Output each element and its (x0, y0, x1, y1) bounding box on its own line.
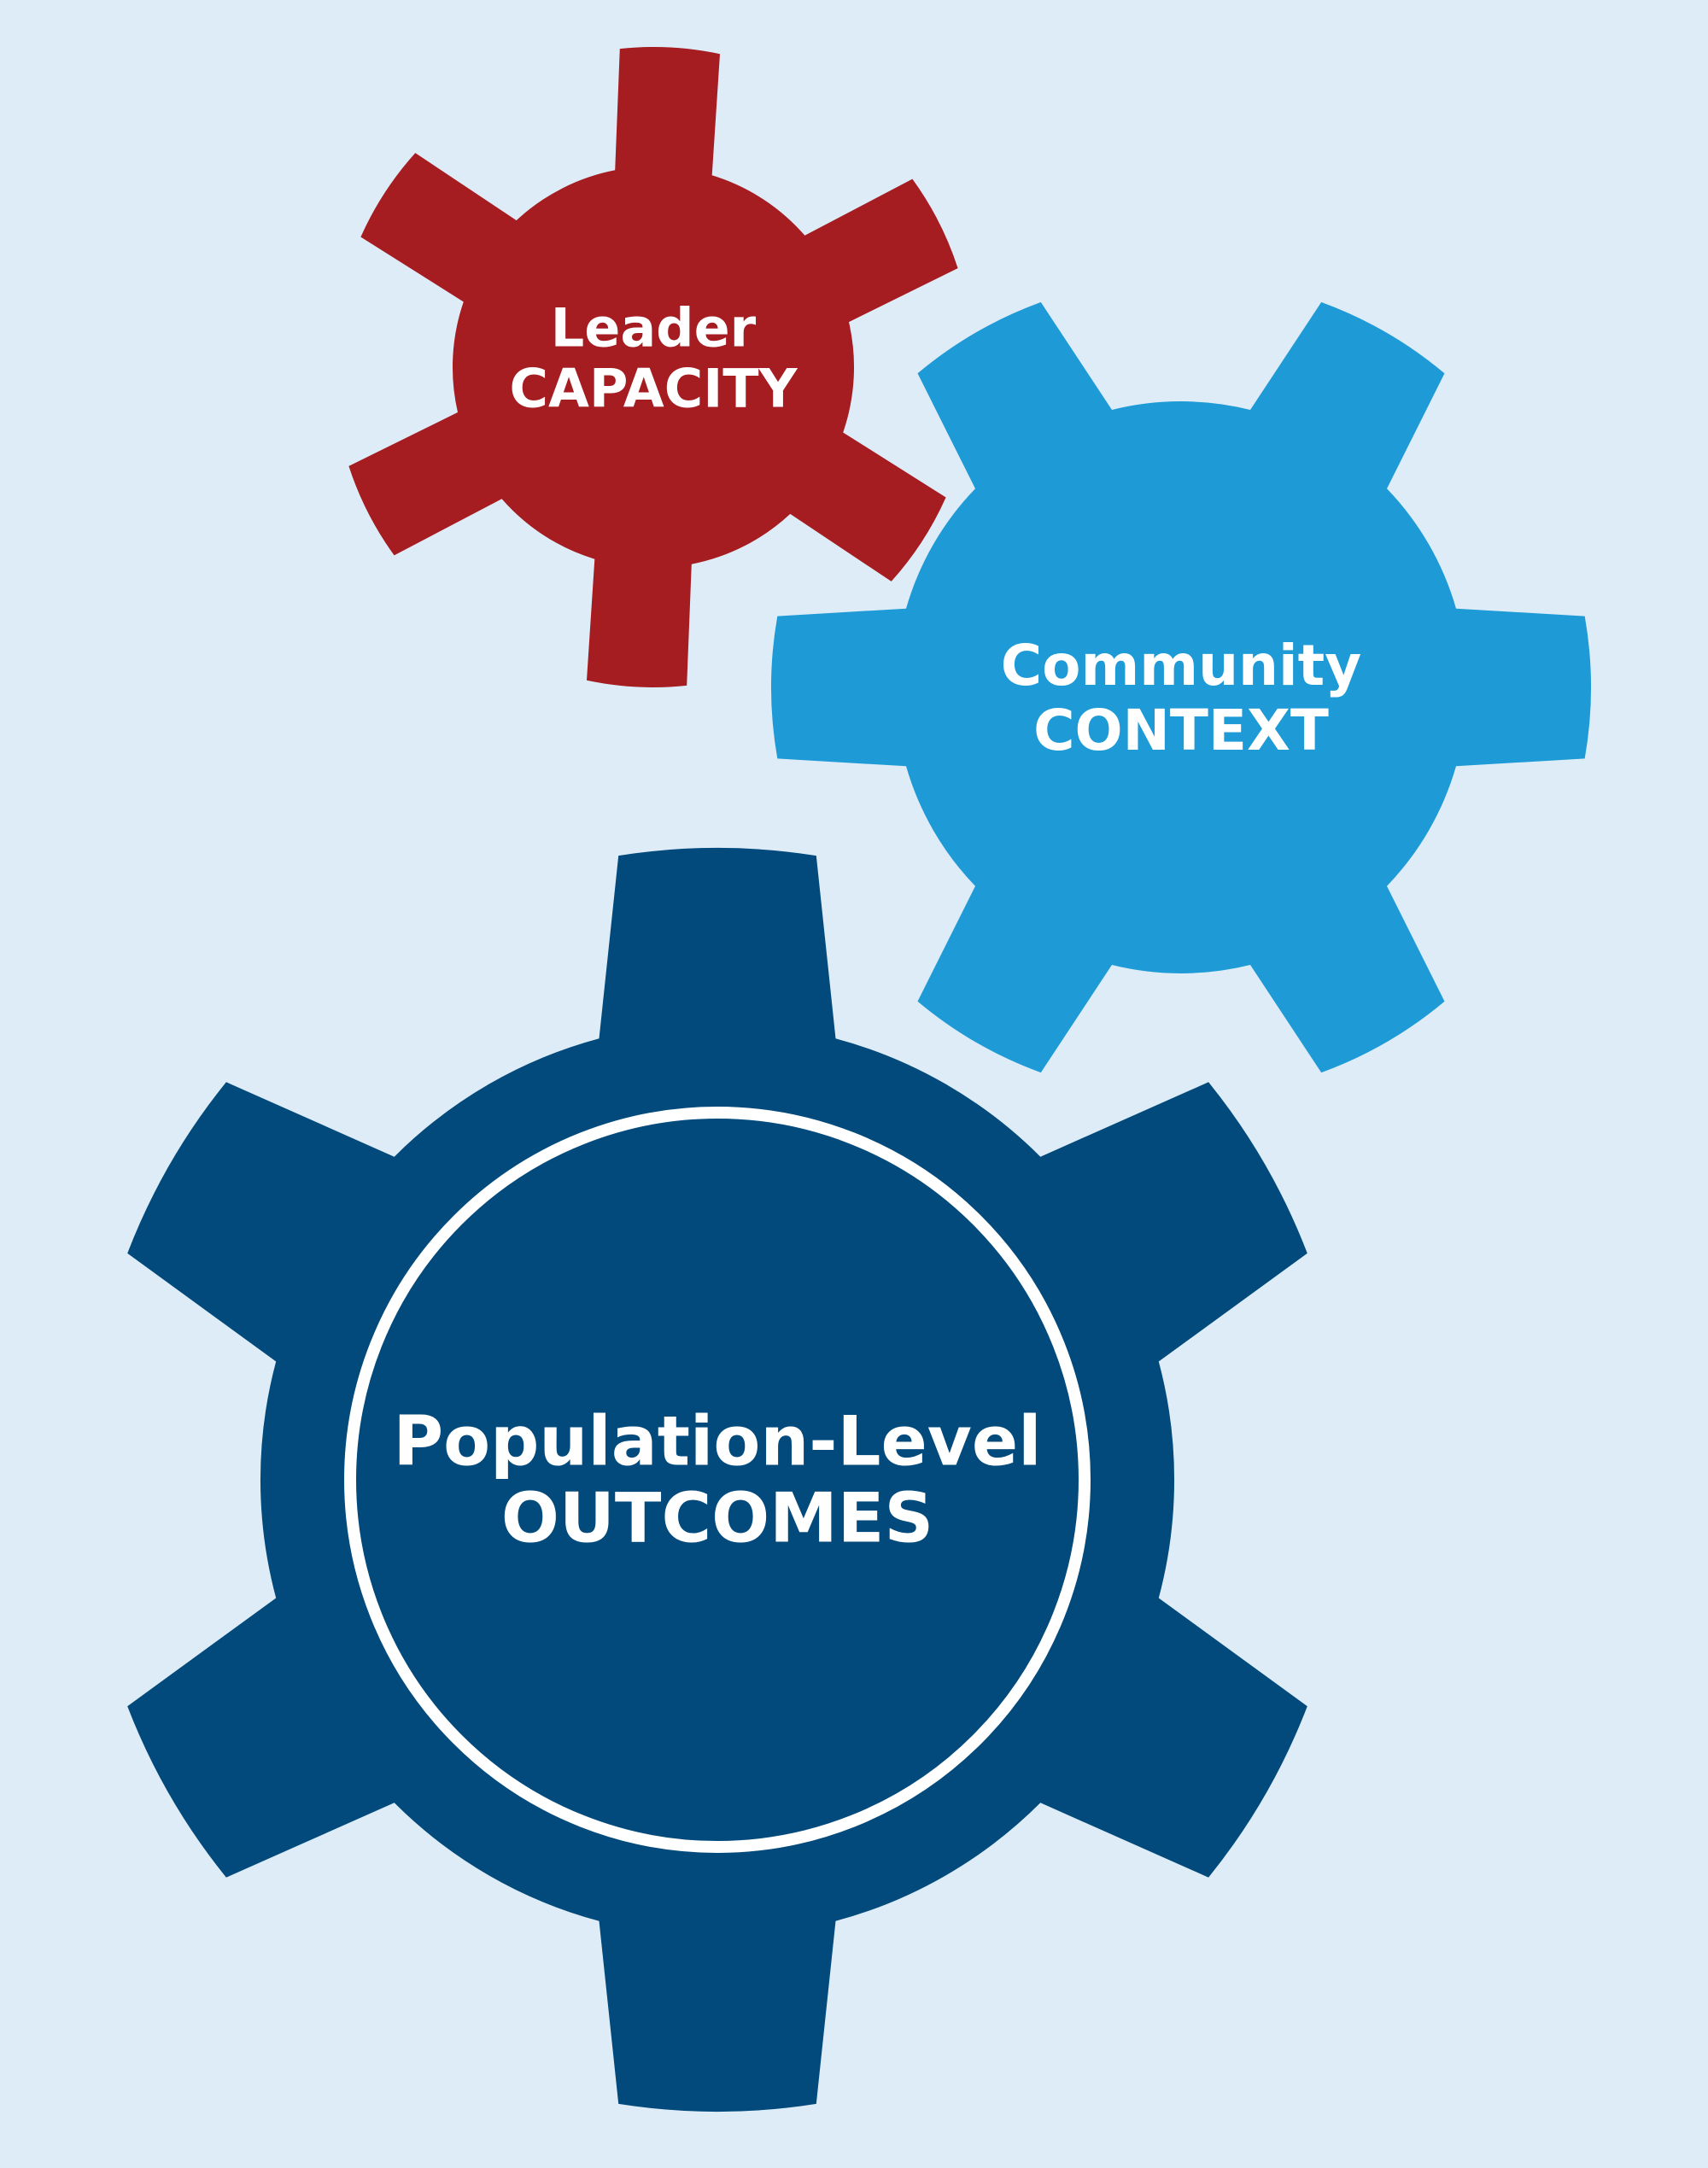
population-outcomes-label: Population-Level OUTCOMES (393, 1403, 1041, 1556)
population-label-line1: Population-Level (393, 1401, 1042, 1481)
population-label-line2: OUTCOMES (500, 1478, 934, 1557)
community-gear (770, 301, 1592, 1073)
population-inner-ring (344, 1107, 1091, 1853)
community-context-label: Community CONTEXT (1001, 634, 1362, 763)
leader-gear (348, 47, 958, 687)
leader-label-line2: CAPACITY (509, 358, 798, 420)
leader-label-line1: Leader (550, 296, 757, 359)
leader-capacity-label: Leader CAPACITY (509, 296, 798, 420)
community-label-line1: Community (1000, 633, 1362, 699)
community-label-line2: CONTEXT (1033, 698, 1329, 763)
population-gear (127, 847, 1307, 2112)
